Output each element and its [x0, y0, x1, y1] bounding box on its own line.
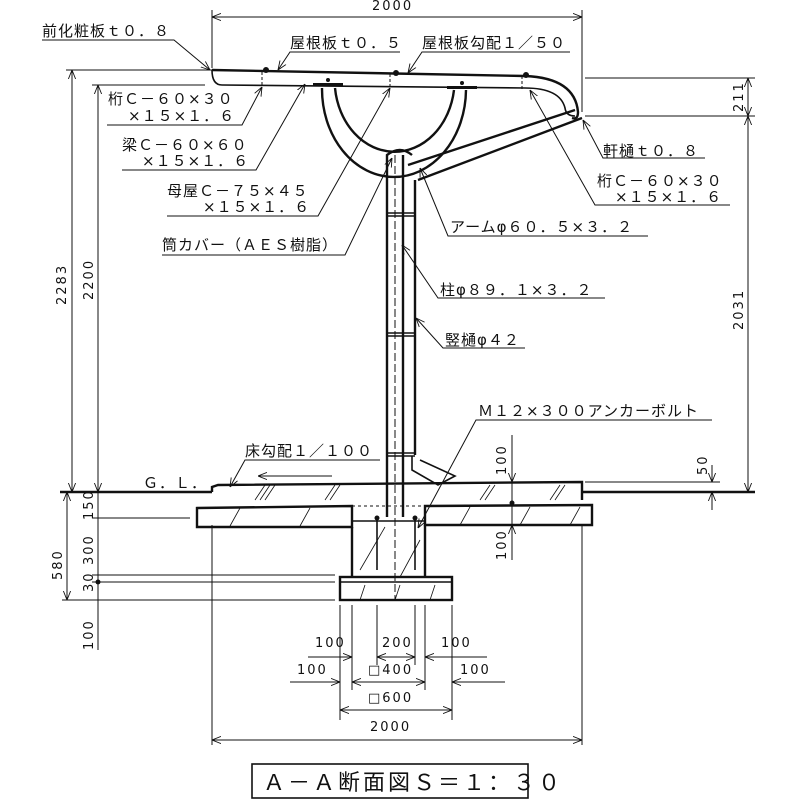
dim-2283: 2283 — [55, 264, 70, 305]
dim-211: 211 — [732, 81, 747, 112]
right-dimensions: 211 2031 50 100 100 — [495, 77, 755, 560]
dim-50: 50 — [696, 454, 711, 475]
column — [385, 148, 457, 600]
label-beam: 梁Ｃ－６０×６０ — [122, 136, 248, 154]
label-downpipe: 竪樋φ４２ — [445, 331, 520, 349]
label-arm: アームφ６０．５×３．２ — [450, 218, 633, 236]
dim-100-below: 100 — [82, 619, 97, 650]
dim-bottom-2000: 2000 — [370, 720, 411, 735]
dim-row2-left: 100 — [297, 663, 328, 678]
drawing-title: Ａ－Ａ断面図Ｓ＝１：３０ — [251, 763, 563, 799]
foundation — [60, 480, 755, 602]
left-dimensions: 2283 2200 580 150 300 30 100 — [51, 69, 335, 650]
top-dimension: 2000 — [211, 0, 583, 112]
dim-30: 30 — [82, 571, 97, 592]
title-text: Ａ－Ａ断面図Ｓ＝１：３０ — [263, 771, 563, 796]
dim-row1-center: 200 — [382, 636, 413, 651]
label-beam-size: ×１５×１．６ — [142, 152, 249, 170]
roof — [211, 67, 583, 182]
dim-150: 150 — [82, 489, 97, 520]
dim-top-2000: 2000 — [372, 0, 413, 14]
label-tube-cover: 筒カバー（ＡＥＳ樹脂） — [162, 236, 338, 254]
dim-row2-center: □400 — [368, 663, 413, 678]
dim-slab-100-top: 100 — [495, 444, 510, 475]
label-roof-slope: 屋根板勾配１／５０ — [422, 34, 566, 52]
dim-2031: 2031 — [732, 289, 747, 330]
label-eaves-gutter: 軒樋ｔ０．８ — [603, 142, 699, 160]
label-girder-left-size: ×１５×１．６ — [128, 107, 235, 125]
label-girder-right: 桁Ｃ－６０×３０ — [597, 172, 723, 190]
label-anchor-bolt: Ｍ１２×３００アンカーボルト — [478, 402, 699, 420]
label-front-fascia: 前化粧板ｔ０．８ — [42, 22, 170, 40]
hatching — [229, 484, 581, 601]
dim-580: 580 — [51, 549, 66, 580]
label-column: 柱φ８９．１×３．２ — [440, 281, 592, 299]
bottom-dimensions: 100 200 100 100 □400 100 □600 2000 — [211, 525, 583, 745]
callouts: 前化粧板ｔ０．８ 屋根板ｔ０．５ 屋根板勾配１／５０ 桁Ｃ－６０×３０ ×１５×… — [42, 22, 730, 528]
dim-300: 300 — [82, 534, 97, 565]
dim-slab-100-bottom: 100 — [495, 529, 510, 560]
label-floor-slope: 床勾配１／１００ — [245, 442, 373, 460]
label-purlin-size: ×１５×１．６ — [203, 198, 310, 216]
label-purlin: 母屋Ｃ－７５×４５ — [167, 182, 309, 200]
label-ground-level: Ｇ．Ｌ． — [143, 474, 207, 492]
label-girder-left: 桁Ｃ－６０×３０ — [108, 90, 234, 108]
dim-row2-right: 100 — [460, 663, 491, 678]
dim-row1-right: 100 — [441, 636, 472, 651]
dim-row1-left: 100 — [315, 636, 346, 651]
dim-2200: 2200 — [82, 259, 97, 300]
label-girder-right-size: ×１５×１．６ — [615, 188, 722, 206]
label-roof-panel: 屋根板ｔ０．５ — [290, 34, 402, 52]
dim-600: □600 — [368, 691, 413, 706]
